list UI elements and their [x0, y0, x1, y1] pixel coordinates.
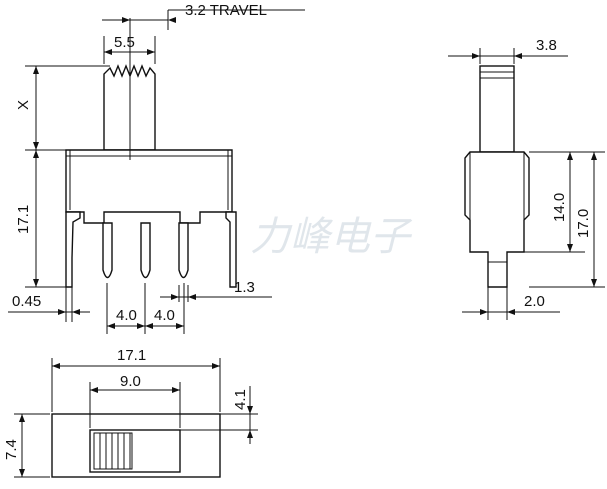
top-slot-offset-label: 4.1 — [232, 389, 249, 410]
actuator-width-label: 5.5 — [114, 34, 135, 51]
watermark: 力峰电子 — [250, 214, 413, 260]
front-pin-2 — [140, 222, 151, 279]
top-knob — [93, 432, 133, 470]
pin-width-label: 1.3 — [234, 279, 255, 296]
side-body — [464, 151, 530, 288]
front-view: 3.2 TRAVEL 5.5 X 17.1 0.45 — [8, 2, 305, 334]
front-body — [65, 149, 233, 224]
top-body-width-label: 7.4 — [3, 439, 20, 460]
side-view: 3.8 14.0 17.0 2.0 — [448, 37, 605, 320]
side-body-height-label: 14.0 — [551, 193, 568, 222]
side-actuator — [479, 65, 515, 153]
top-view: 17.1 9.0 4.1 7.4 — [3, 347, 258, 478]
front-pin-1 — [102, 222, 113, 279]
front-pin-3 — [178, 222, 189, 279]
pin-thickness-label: 0.45 — [12, 293, 41, 310]
top-slot-length-label: 9.0 — [120, 373, 141, 390]
top-body-length-label: 17.1 — [117, 347, 146, 364]
actuator-height-label: X — [15, 100, 32, 110]
side-pin-offset-label: 2.0 — [524, 293, 545, 310]
front-right-terminal — [225, 211, 237, 288]
pin-pitch-right-label: 4.0 — [154, 307, 175, 324]
side-overall-height-label: 17.0 — [575, 209, 592, 238]
body-height-label: 17.1 — [15, 205, 32, 234]
front-left-terminal — [65, 211, 81, 288]
pin-pitch-left-label: 4.0 — [116, 307, 137, 324]
side-actuator-width-label: 3.8 — [536, 37, 557, 54]
travel-label: 3.2 TRAVEL — [185, 2, 267, 19]
